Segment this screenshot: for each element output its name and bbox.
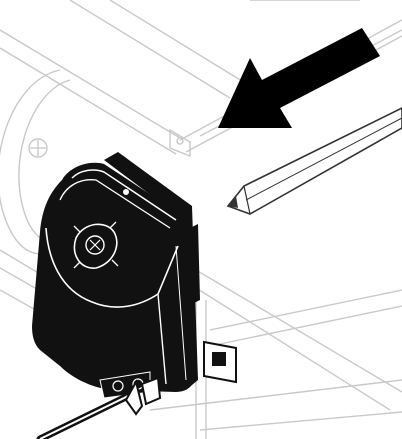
beam-upper-2 [0, 47, 177, 155]
cable-gland [124, 379, 144, 416]
floor-line-1 [149, 379, 402, 411]
indicator-dot [123, 189, 129, 195]
beam-top-2 [109, 0, 251, 87]
screw [176, 137, 184, 145]
pencil-body [226, 107, 402, 215]
floor-line-2 [199, 411, 402, 431]
logo-ring [85, 235, 105, 255]
side-edge-line [157, 293, 167, 385]
side-edge-line-2 [175, 245, 187, 381]
cable-highlight [39, 395, 129, 439]
beam-lower-right-4 [214, 305, 402, 346]
lid-highlight-1 [71, 169, 177, 221]
direction-arrow [218, 28, 380, 128]
lid-highlight-2 [59, 179, 171, 229]
beam-lower-right-3 [209, 289, 402, 331]
device-body [32, 162, 196, 392]
pencil-tip [228, 196, 238, 208]
grommet-1 [112, 380, 124, 392]
brand-logo-icon [73, 221, 119, 269]
pencil-edge [245, 117, 402, 201]
beam-lower-right-2 [195, 287, 391, 411]
logo-outline [73, 223, 118, 269]
front-face-curve [45, 227, 179, 308]
bracket-slot [212, 352, 226, 366]
power-cable [36, 376, 162, 439]
beam-upper-1 [0, 29, 181, 139]
beam-lower-right-1 [195, 269, 402, 393]
logo-flames [73, 221, 119, 269]
cable-clip [140, 376, 162, 406]
beam-top-1 [69, 0, 231, 99]
marking-pencil [226, 107, 402, 215]
logo-cross [89, 239, 101, 251]
screw-tab [169, 128, 191, 158]
control-unit [32, 152, 198, 399]
disc-hub [28, 138, 48, 158]
